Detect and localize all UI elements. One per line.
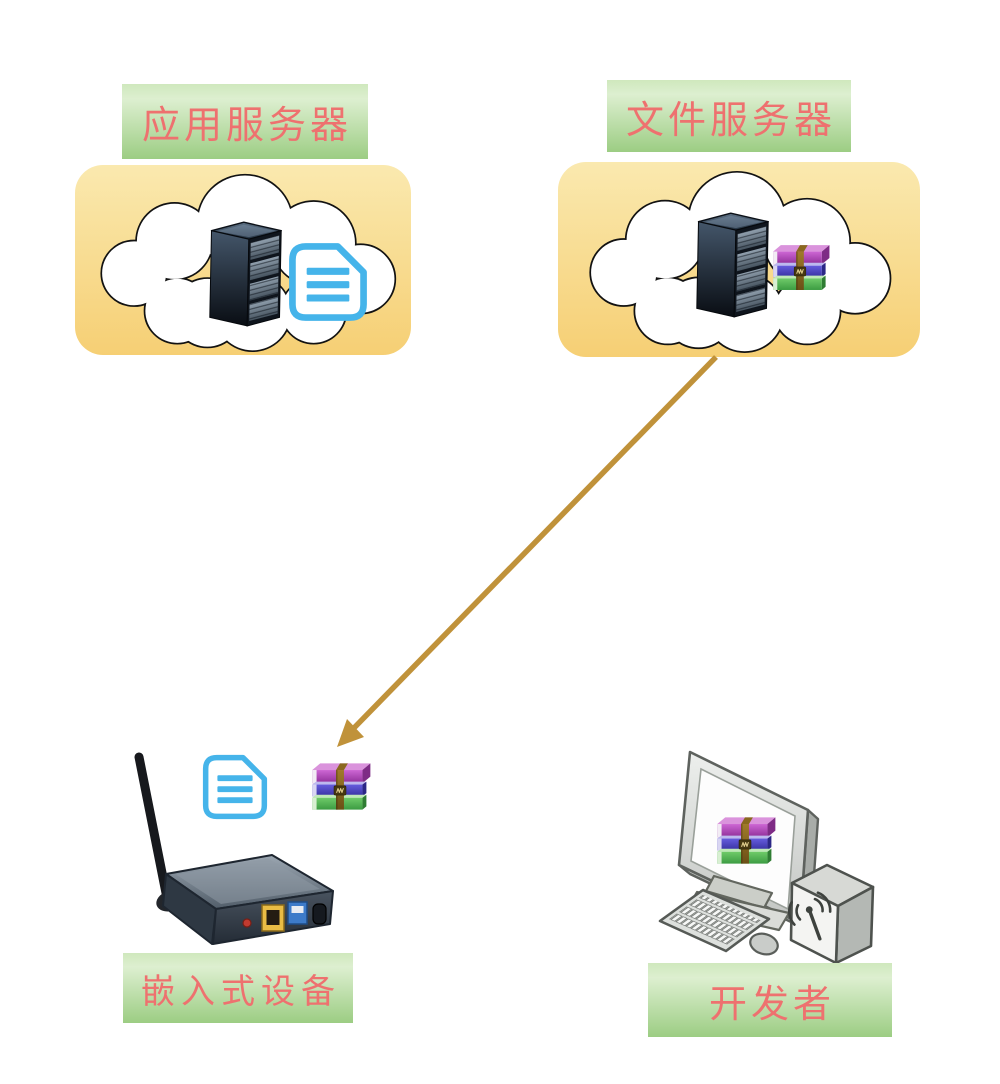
ethernet-port-slot <box>266 910 280 925</box>
server-rack-icon <box>696 212 769 318</box>
app-server-cloud-group <box>75 165 411 355</box>
transfer-arrow <box>337 355 718 747</box>
winrar-archive-icon <box>772 244 830 291</box>
file-server-label-text: 文件服务器 <box>625 99 836 142</box>
file-server-cloud-group <box>558 162 920 357</box>
usb-port-slot <box>291 906 304 913</box>
server-rack-icon <box>209 221 282 327</box>
wireless-cube-device <box>787 863 875 965</box>
antenna-icon <box>134 752 172 903</box>
winrar-archive-icon <box>311 762 371 811</box>
winrar-archive-icon <box>716 816 776 865</box>
power-led <box>242 918 252 928</box>
document-icon <box>292 246 363 317</box>
embedded-device-label-text: 嵌入式设备 <box>141 972 341 1011</box>
power-port <box>312 903 327 925</box>
embedded-device-illustration <box>134 752 371 945</box>
app-server-label-text: 应用服务器 <box>141 105 352 147</box>
app-server-label: 应用服务器 <box>122 84 368 159</box>
developer-label: 开发者 <box>648 963 892 1037</box>
document-icon <box>206 758 265 817</box>
file-server-label: 文件服务器 <box>607 80 851 152</box>
developer-label-text: 开发者 <box>708 983 835 1026</box>
device-top-plate <box>176 858 320 904</box>
keyboard-keys <box>668 894 761 946</box>
wireless-signal-icon <box>787 891 832 941</box>
developer-workstation-illustration <box>658 750 875 965</box>
embedded-device-label: 嵌入式设备 <box>123 953 353 1023</box>
mouse-icon <box>749 932 779 956</box>
